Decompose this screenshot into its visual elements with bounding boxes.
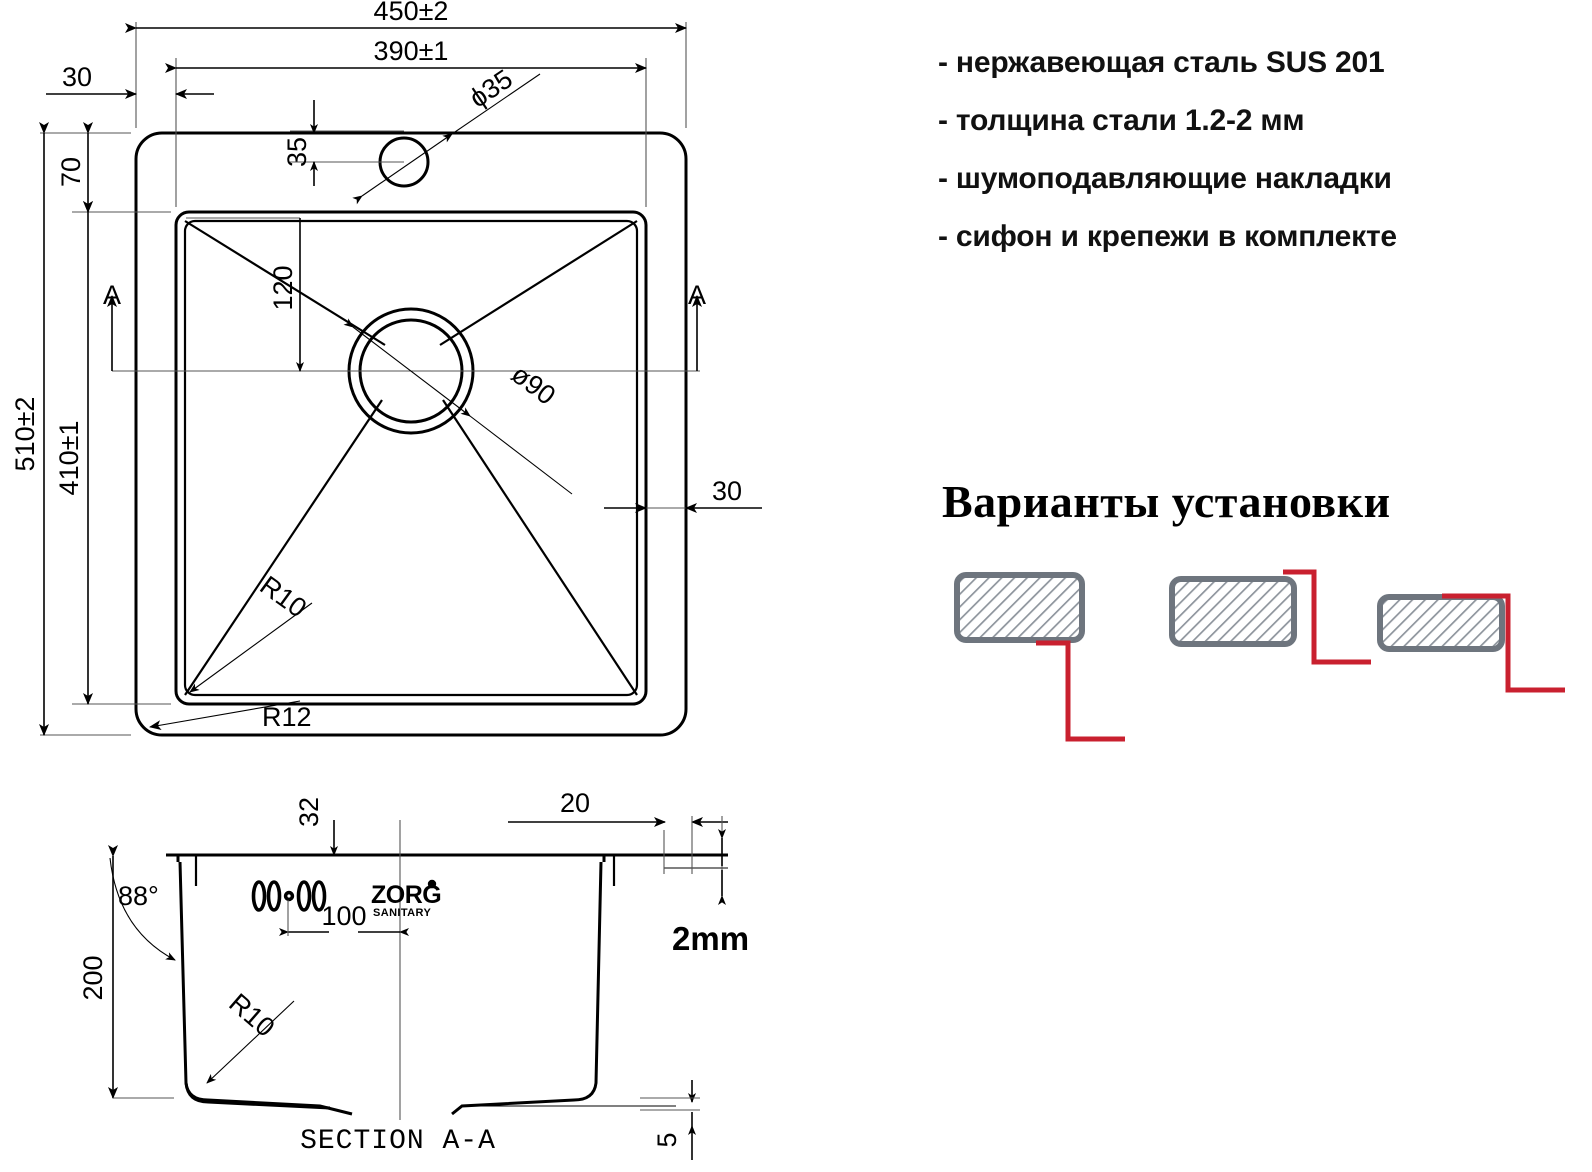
- dim-label: R10: [223, 988, 280, 1043]
- dim-rim-to-wall: 32: [294, 797, 338, 856]
- dim-bowl-radius: R10: [189, 570, 313, 693]
- install-variant-3: [1377, 593, 1565, 693]
- bowl-outline: [174, 210, 648, 706]
- section-right-wall: [451, 855, 606, 1116]
- section-mark-left: A: [103, 280, 121, 371]
- dim-label: 5: [652, 1132, 682, 1147]
- dim-depth: 200: [78, 845, 174, 1099]
- dim-label: 35: [282, 137, 312, 167]
- dim-label: 32: [294, 797, 324, 827]
- section-mark-right: A: [688, 280, 706, 371]
- dim-top-offset: 70: [56, 122, 93, 213]
- overflow-holes-glyph: [251, 880, 327, 912]
- dim-label: ø90: [506, 359, 561, 411]
- dim-faucet-hole: ɸ35: [352, 64, 541, 205]
- install-sink-profile-1: [1036, 640, 1125, 742]
- install-countertop-3: [1377, 594, 1505, 652]
- extension-lines: [40, 22, 760, 736]
- dim-drain-hole: ø90: [343, 318, 573, 495]
- spec-item: - нержавеющая сталь SUS 201: [938, 46, 1385, 79]
- install-countertop-1: [954, 572, 1085, 643]
- dim-overall-height: 510±2: [10, 122, 49, 736]
- dim-label: 20: [560, 788, 590, 818]
- dim-section-radius: R10: [206, 988, 295, 1084]
- install-sink-profile-3: [1442, 593, 1565, 693]
- bowl-inner-outline: [183, 219, 639, 697]
- dim-overflow-offset: 100: [279, 900, 409, 936]
- dim-label: 70: [56, 157, 86, 187]
- dim-drain-offset: 120: [268, 218, 304, 372]
- dim-overall-width: 450±2: [125, 0, 687, 33]
- dim-bowl-width: 390±1: [165, 36, 647, 73]
- spec-item: - сифон и крепежи в комплекте: [938, 220, 1397, 253]
- dim-label: 450±2: [374, 0, 449, 26]
- dim-label: 510±2: [10, 397, 40, 472]
- installation-variants-title: Варианты установки: [942, 476, 1391, 527]
- zorg-logo-dot: [427, 879, 437, 889]
- section-view: ZORG SANITARY 32 20: [78, 788, 728, 1160]
- sink-outer-outline: [134, 131, 688, 737]
- dim-rim-width: 20: [508, 788, 728, 900]
- spec-item: - шумоподавляющие накладки: [938, 162, 1392, 195]
- dim-label: ɸ35: [464, 64, 518, 114]
- zorg-logo-sub: SANITARY: [373, 907, 431, 919]
- dim-wall-angle: 88°: [109, 857, 176, 961]
- zorg-logo: ZORG SANITARY: [371, 879, 442, 919]
- section-caption: SECTION A-A: [300, 1126, 496, 1157]
- plan-view: 450±2 390±1 30 70 510±2: [10, 0, 762, 737]
- specifications-list: - нержавеющая сталь SUS 201 - толщина ст…: [938, 48, 1588, 280]
- dim-bowl-height: 410±1: [54, 201, 93, 705]
- dim-label: 120: [268, 265, 298, 310]
- install-variant-1: [954, 572, 1125, 742]
- spec-item: - толщина стали 1.2-2 мм: [938, 104, 1305, 137]
- section-left-bottom: [184, 1082, 353, 1116]
- dim-bottom-lip: 5: [640, 1080, 700, 1160]
- install-sink-profile-2: [1283, 569, 1371, 665]
- dim-right-offset: 30: [604, 476, 762, 513]
- dim-label: 410±1: [54, 421, 84, 496]
- dim-label: 30: [712, 476, 742, 506]
- dim-label: 200: [78, 955, 108, 1000]
- section-mark-label: A: [103, 280, 121, 310]
- install-variant-2: [1169, 569, 1371, 665]
- dim-label: 88°: [118, 881, 159, 911]
- dim-faucet-offset: 35: [282, 100, 318, 186]
- install-countertop-2: [1169, 576, 1297, 647]
- dim-label: R12: [262, 702, 312, 732]
- dim-label: 390±1: [374, 36, 449, 66]
- dim-label: 30: [62, 62, 92, 92]
- dim-left-offset: 30: [46, 62, 214, 99]
- dim-label: 100: [321, 901, 366, 931]
- thickness-label: 2mm: [672, 920, 750, 957]
- bowl-slope-lines: [184, 220, 638, 696]
- dim-outer-radius: R12: [149, 700, 312, 732]
- installation-variants: [954, 569, 1565, 742]
- section-mark-label: A: [688, 280, 706, 310]
